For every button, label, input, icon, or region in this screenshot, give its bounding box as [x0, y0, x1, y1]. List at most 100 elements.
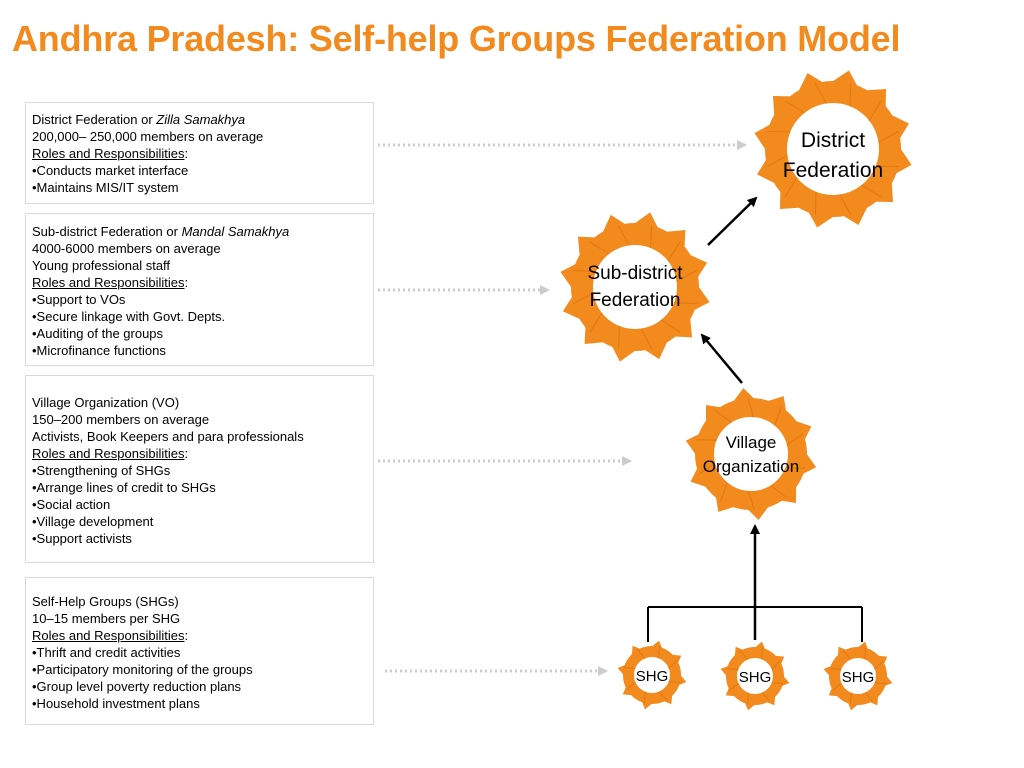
ring-segment-line	[726, 668, 739, 670]
roles-heading: Roles and Responsibilities:	[32, 446, 189, 461]
shg-node: SHG	[823, 641, 893, 711]
arrow-subdistrict-to-district	[707, 196, 758, 246]
ring-segment-line	[832, 682, 842, 691]
roles-heading: Roles and Responsibilities:	[32, 628, 189, 643]
shg-description: Self-Help Groups (SHGs) 10–15 members pe…	[25, 577, 374, 725]
ring-segment-line	[864, 692, 873, 702]
shg-label: SHG	[842, 669, 875, 686]
ring-segment-line	[814, 83, 827, 104]
ring-segment-line	[673, 302, 697, 304]
ring-segment-line	[784, 100, 805, 114]
village-organization-description: Village Organization (VO) 150–200 member…	[25, 375, 374, 563]
ring-segment-line	[667, 241, 681, 262]
bullet-item: •Group level poverty reduction plans	[32, 679, 242, 694]
subdistrict-federation-description: Sub-district Federation or Mandal Samakh…	[25, 213, 374, 366]
ring-segment-line	[658, 691, 667, 701]
ring-segment-line	[715, 410, 732, 424]
roles-heading: Roles and Responsibilities:	[32, 146, 189, 161]
ring-segment-line	[589, 241, 610, 255]
box-heading: Village Organization (VO)	[32, 395, 180, 410]
ring-segment-line	[747, 397, 754, 418]
ring-segment-line	[868, 100, 882, 121]
ring-segment-line	[573, 270, 597, 272]
ring-segment-line	[878, 130, 899, 143]
box-text: 4000-6000 members on average	[32, 241, 221, 256]
shg-node: SHG	[617, 640, 687, 710]
ring-segment-line	[786, 433, 804, 446]
ring-body	[571, 223, 699, 351]
ring-tooth	[842, 206, 868, 225]
village-label-2: Organization	[703, 457, 799, 476]
ring-segment-line	[623, 667, 636, 669]
bullet-item: •Support activists	[32, 531, 132, 546]
roles-heading: Roles and Responsibilities:	[32, 275, 189, 290]
ring-body	[726, 647, 784, 705]
bullet-item: •Strengthening of SHGs	[32, 463, 171, 478]
ring-segment-line	[676, 269, 698, 282]
ring-segment-line	[839, 194, 852, 215]
shg-label: SHG	[636, 668, 669, 685]
arrow-village-to-subdistrict	[700, 333, 743, 384]
ring-tooth	[757, 158, 776, 184]
ring-tooth	[798, 73, 824, 92]
ring-segment-line	[747, 692, 749, 705]
village-organization-node: Village Organization	[685, 387, 817, 521]
ring-segment-line	[785, 467, 806, 469]
box-text: 150–200 members on average	[32, 412, 210, 427]
ring-segment-line	[774, 406, 782, 426]
ring-tooth	[890, 114, 909, 140]
bullet-item: •Microfinance functions	[32, 343, 166, 358]
box-text: 10–15 members per SHG	[32, 611, 181, 626]
ring-body	[765, 81, 901, 217]
subdistrict-label-2: Federation	[590, 290, 681, 311]
ring-segment-line	[771, 661, 781, 670]
ring-segment-line	[761, 647, 763, 660]
ring-segment-line	[660, 319, 681, 333]
ring-segment-line	[829, 668, 842, 670]
ring-segment-line	[874, 661, 884, 670]
ring-segment-line	[668, 660, 678, 669]
ring-segment-line	[640, 328, 653, 350]
page-title: Andhra Pradesh: Self-help Groups Federat…	[12, 18, 901, 59]
ring-segment-line	[658, 646, 660, 659]
ring-body	[623, 646, 681, 704]
ring-segment-line	[864, 647, 866, 660]
bullet-item: •Conducts market interface	[32, 163, 189, 178]
ring-segment-line	[770, 484, 787, 498]
bullet-item: •Maintains MIS/IT system	[32, 180, 179, 195]
subdistrict-label-1: Sub-district	[587, 263, 683, 284]
ring-segment-line	[767, 155, 788, 168]
bullet-item: •Auditing of the groups	[32, 326, 164, 341]
ring-tooth	[602, 214, 626, 234]
ring-segment-line	[589, 312, 603, 333]
ring-segment-line	[626, 681, 636, 690]
bullet-item: •Support to VOs	[32, 292, 126, 307]
bullet-item: •Secure linkage with Govt. Depts.	[32, 309, 226, 324]
bullet-item: •Village development	[32, 514, 154, 529]
ring-segment-line	[740, 650, 749, 660]
box-text: Activists, Book Keepers and para profess…	[32, 429, 304, 444]
shg-bracket	[647, 606, 863, 642]
ring-segment-line	[644, 691, 646, 704]
ring-segment-line	[843, 650, 852, 660]
ring-segment-line	[850, 692, 852, 705]
ring-segment-line	[761, 692, 770, 702]
bullet-item: •Household investment plans	[32, 696, 200, 711]
ring-tooth	[688, 254, 708, 278]
box-heading: Self-Help Groups (SHGs)	[32, 594, 179, 609]
ring-segment-line	[696, 439, 717, 441]
bullet-item: •Participatory monitoring of the groups	[32, 662, 253, 677]
shg-label: SHG	[739, 669, 772, 686]
box-heading: District Federation or Zilla Samakhya	[32, 112, 246, 127]
ring-segment-line	[729, 682, 739, 691]
box-text: 200,000– 250,000 members on average	[32, 129, 264, 144]
ring-segment-line	[572, 292, 594, 305]
ring-segment-line	[720, 482, 728, 502]
ring-body	[829, 647, 887, 705]
ring-segment-line	[617, 224, 630, 246]
district-federation-description: District Federation or Zilla Samakhya 20…	[25, 102, 374, 204]
ring-segment-line	[618, 325, 620, 349]
ring-segment-line	[748, 490, 755, 511]
bullet-item: •Social action	[32, 497, 111, 512]
